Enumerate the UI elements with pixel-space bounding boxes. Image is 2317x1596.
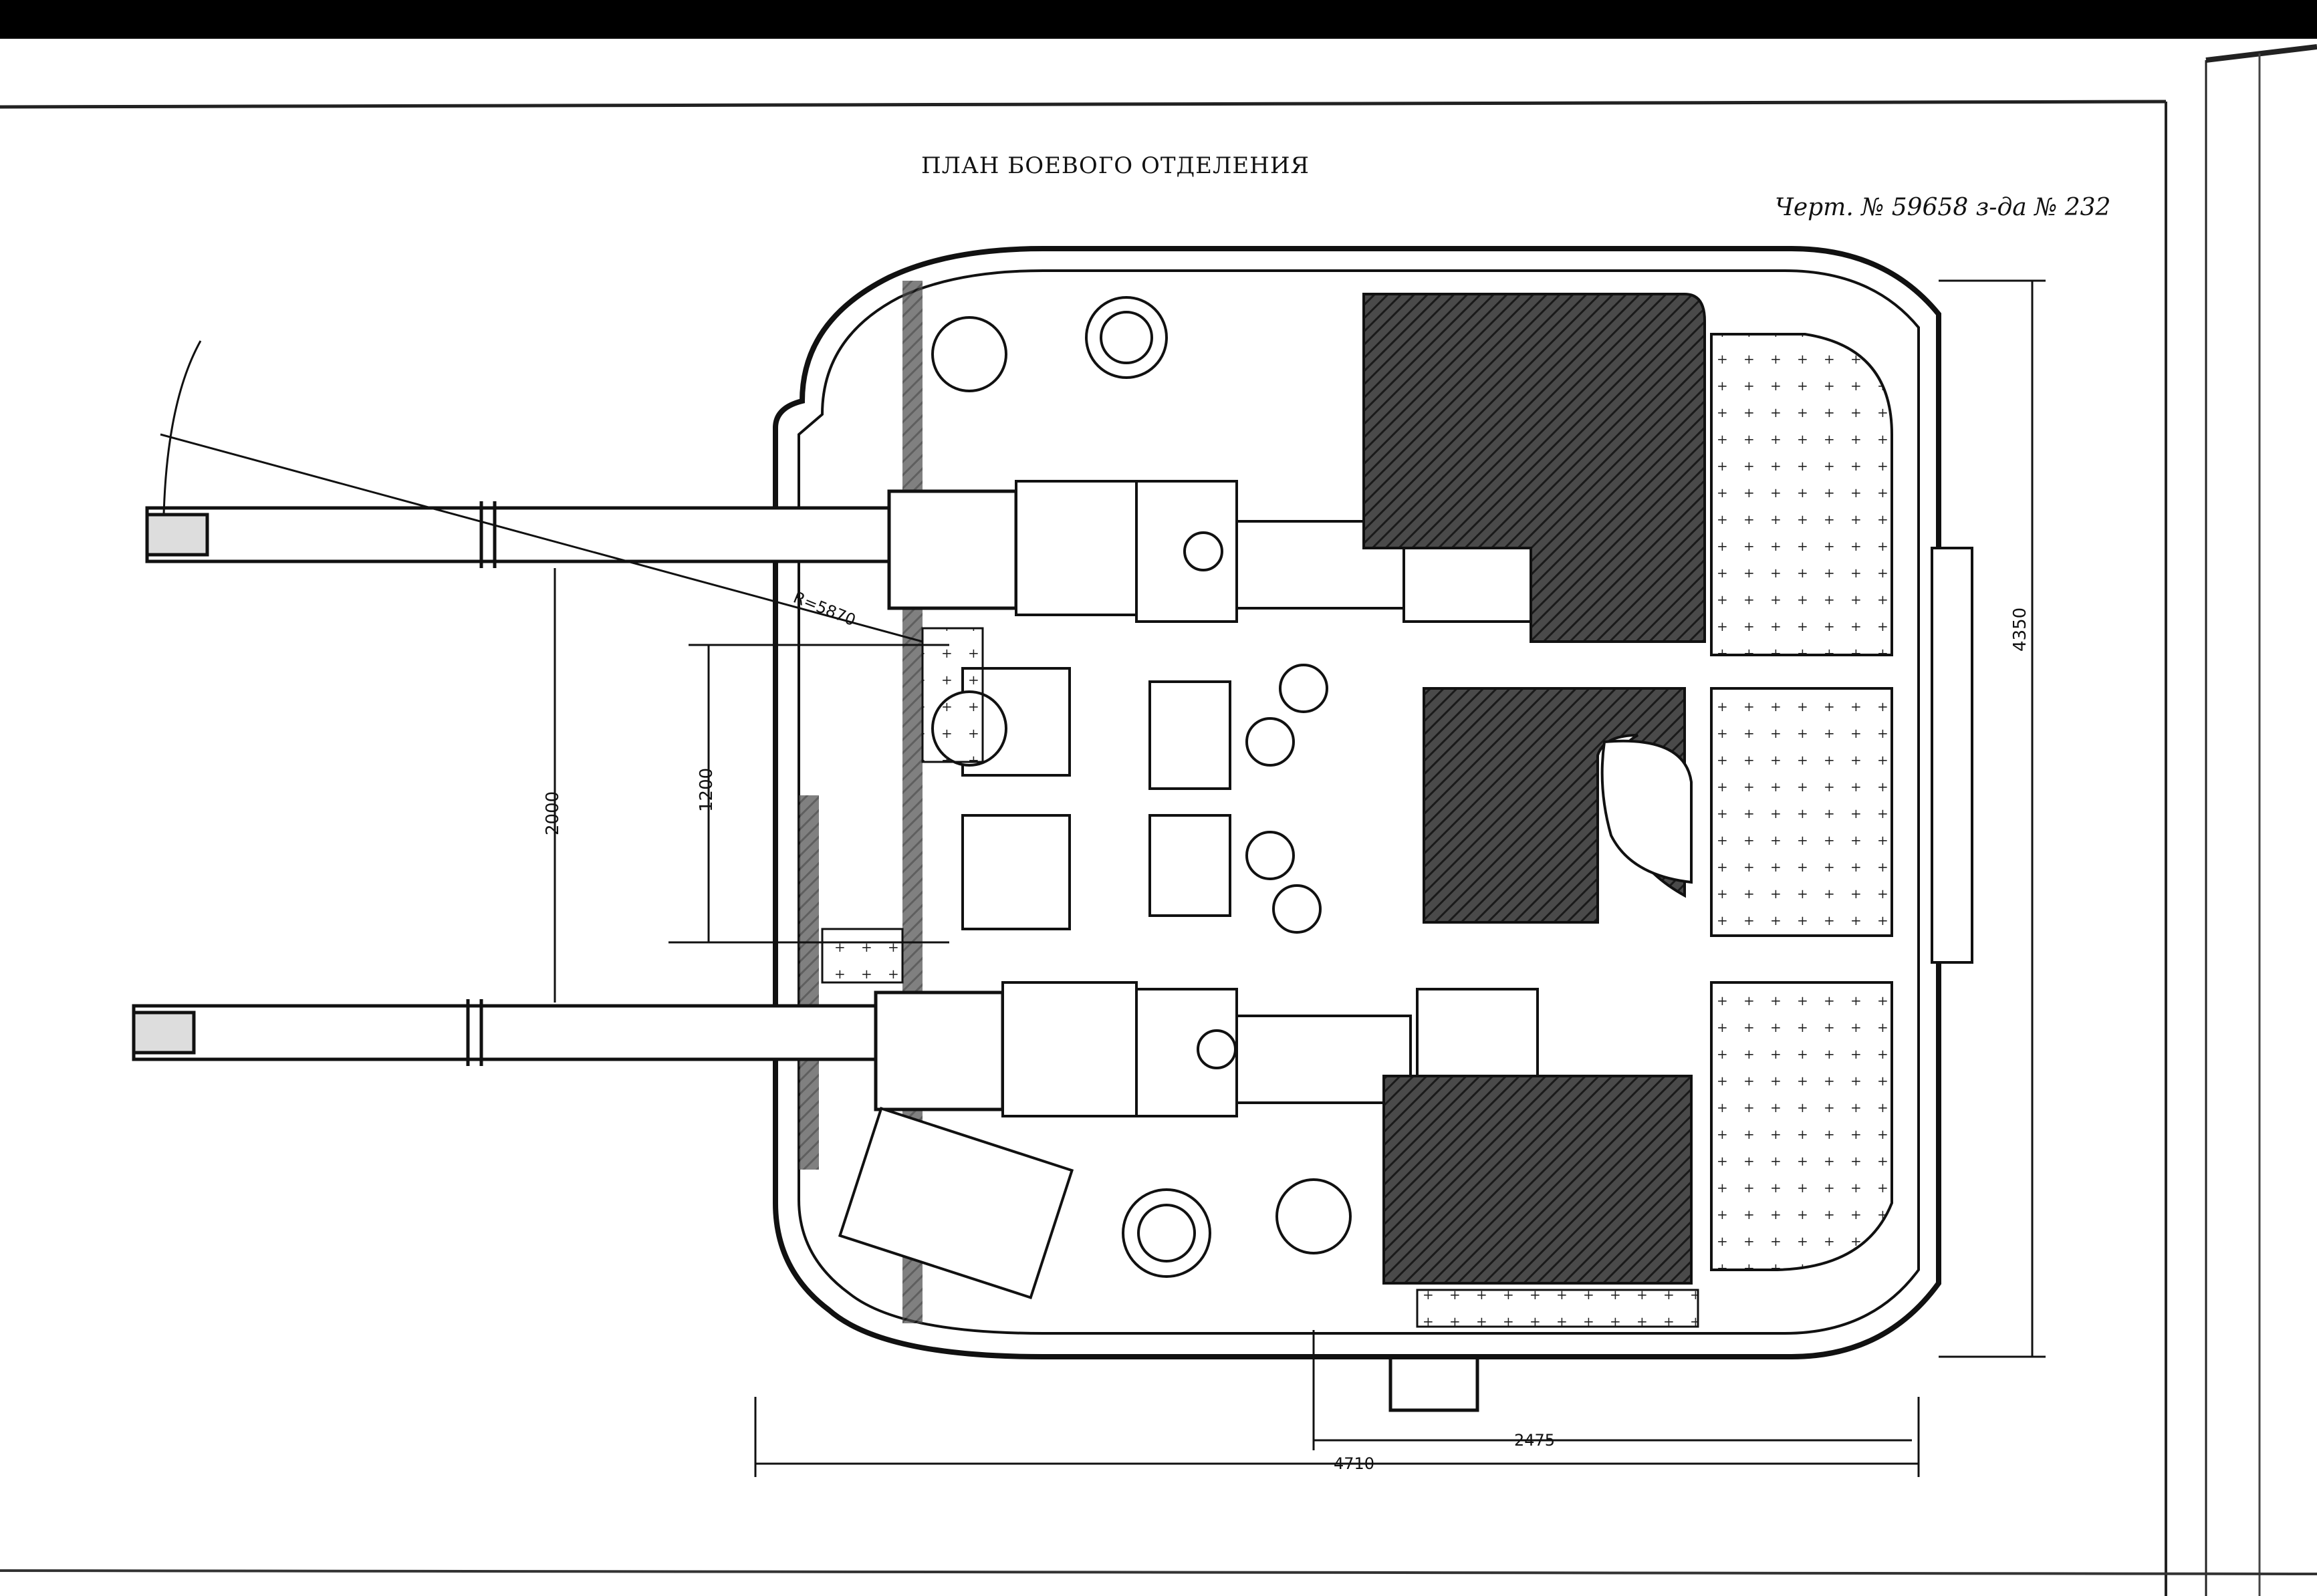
- dim-overall-height: 4350: [2010, 608, 2030, 652]
- right-panels: [1710, 333, 1973, 1271]
- dimension-lines: [160, 279, 2046, 1477]
- drawing-reference: Черт. № 59658 з-да № 232: [1775, 194, 2111, 221]
- lower-gun-barrel: [132, 990, 1005, 1111]
- left-panels: [821, 627, 1699, 1328]
- dim-barrel-spacing: 2000: [543, 791, 563, 835]
- dim-partial-width: 2475: [1514, 1431, 1555, 1450]
- center-machinery: [838, 296, 1352, 1299]
- hatched-compartments: [1362, 293, 1706, 1285]
- upper-breech-mechanism: [1015, 480, 1552, 623]
- drawing-title: ПЛАН БОЕВОГО ОТДЕЛЕНИЯ: [921, 152, 1310, 179]
- dim-overall-width: 4710: [1334, 1454, 1374, 1473]
- dim-inner-spacing: 1200: [697, 768, 717, 812]
- bottom-hatch: [1388, 1357, 1479, 1412]
